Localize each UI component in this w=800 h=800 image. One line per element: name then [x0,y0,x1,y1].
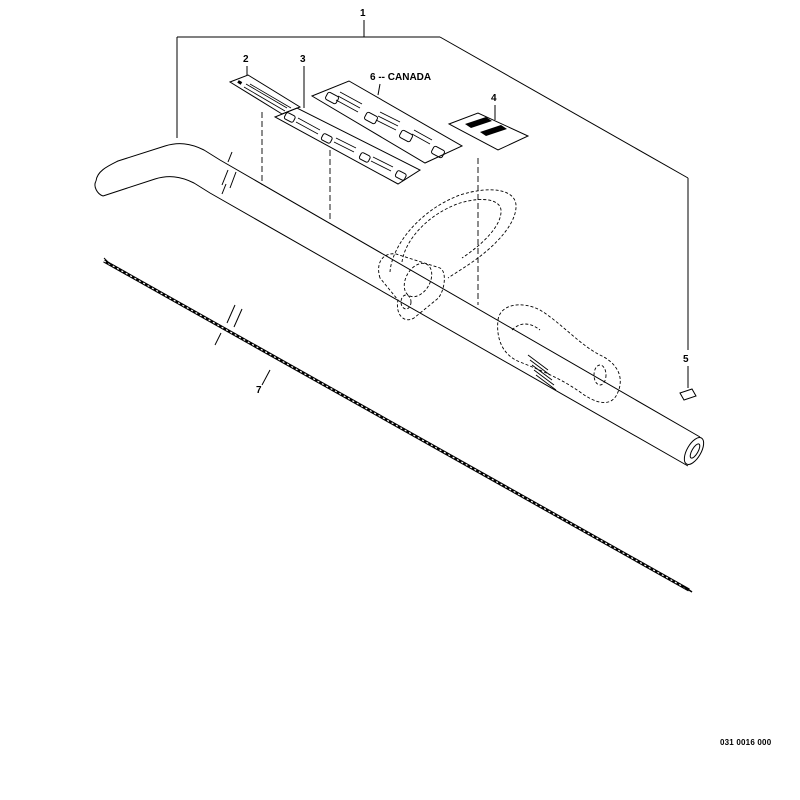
leader-lines-7 [261,369,271,386]
rear-grip-phantom [497,304,621,403]
callout-6: 6 -- CANADA [370,72,431,83]
callout-4: 4 [491,93,497,104]
callout-3: 3 [300,54,306,65]
decal-5 [679,388,697,401]
leader-lines-3 [303,66,331,222]
drive-cable [103,257,693,593]
drawing-number: 031 0016 000 [720,738,772,747]
loop-handle-phantom [378,189,517,321]
callout-1: 1 [360,8,366,19]
callout-5: 5 [683,354,689,365]
callout-7: 7 [256,385,262,396]
decal-4-echo [447,112,530,151]
grip-ribs [527,354,557,391]
decal-6-canada [310,80,464,164]
shaft-tube [94,143,705,467]
decal-3 [273,107,422,185]
leader-lines-2 [246,66,263,185]
leader-lines-6 [377,83,381,96]
callout-2: 2 [243,54,249,65]
decal-2 [228,74,302,115]
leader-lines-1 [176,20,689,350]
leader-lines-4 [477,105,496,305]
